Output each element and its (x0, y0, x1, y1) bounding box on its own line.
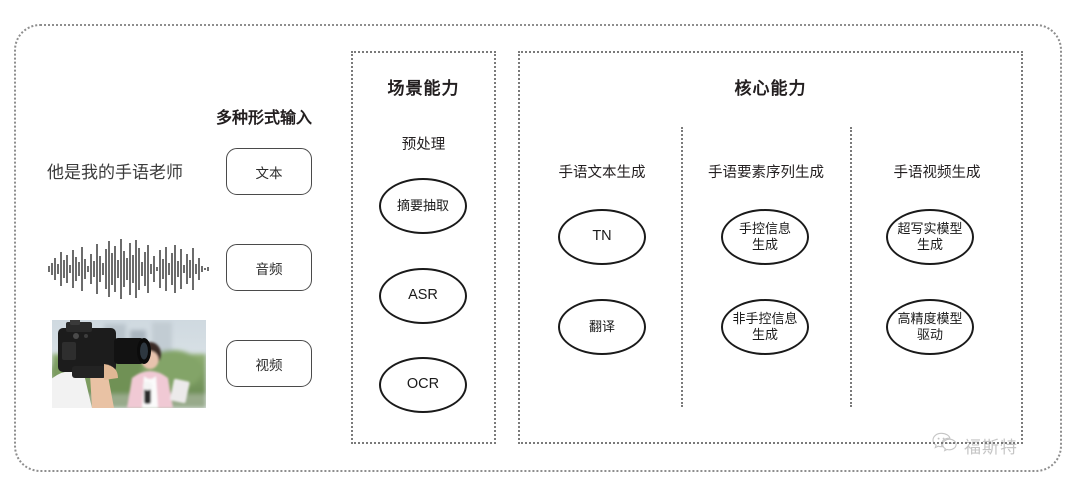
node-translation[interactable]: 翻译 (558, 299, 646, 355)
scene-capability-panel: 场景能力 预处理 摘要抽取 ASR OCR (351, 51, 496, 444)
modality-button-audio[interactable]: 音频 (226, 244, 312, 291)
outer-frame (14, 24, 1062, 472)
input-section-heading: 多种形式输入 (216, 110, 313, 127)
node-asr[interactable]: ASR (379, 268, 467, 324)
node-manual-signal-generation[interactable]: 手控信息 生成 (721, 209, 809, 265)
core-column-heading-sign-text: 手语文本生成 (558, 165, 646, 181)
node-ocr[interactable]: OCR (379, 357, 467, 413)
modality-button-text[interactable]: 文本 (226, 148, 312, 195)
watermark: 福斯特 (932, 432, 1018, 459)
core-column-heading-sign-video: 手语视频生成 (893, 165, 981, 181)
core-capability-panel: 核心能力 手语文本生成 TN 翻译 手语要素序列生成 手控信息 生成 非手控信息… (518, 51, 1023, 444)
sample-text-line: 他是我的手语老师 (47, 163, 183, 182)
node-non-manual-signal-generation[interactable]: 非手控信息 生成 (721, 299, 809, 355)
core-column-divider-1 (681, 127, 683, 407)
scene-panel-title: 场景能力 (387, 79, 460, 98)
core-column-divider-2 (850, 127, 852, 407)
node-hyperrealistic-model-generation[interactable]: 超写实模型 生成 (886, 209, 974, 265)
node-high-precision-model-driving[interactable]: 高精度模型 驱动 (886, 299, 974, 355)
core-column-heading-sign-element-sequence: 手语要素序列生成 (708, 165, 824, 181)
node-tn[interactable]: TN (558, 209, 646, 265)
core-panel-title: 核心能力 (734, 79, 807, 98)
video-thumbnail (52, 320, 206, 408)
watermark-text: 福斯特 (964, 438, 1018, 457)
wechat-chat-bubble-icon (932, 432, 958, 459)
node-summary-extraction[interactable]: 摘要抽取 (379, 178, 467, 234)
scene-column-heading-preprocess: 预处理 (401, 137, 446, 153)
audio-waveform (44, 236, 212, 302)
modality-button-video[interactable]: 视频 (226, 340, 312, 387)
